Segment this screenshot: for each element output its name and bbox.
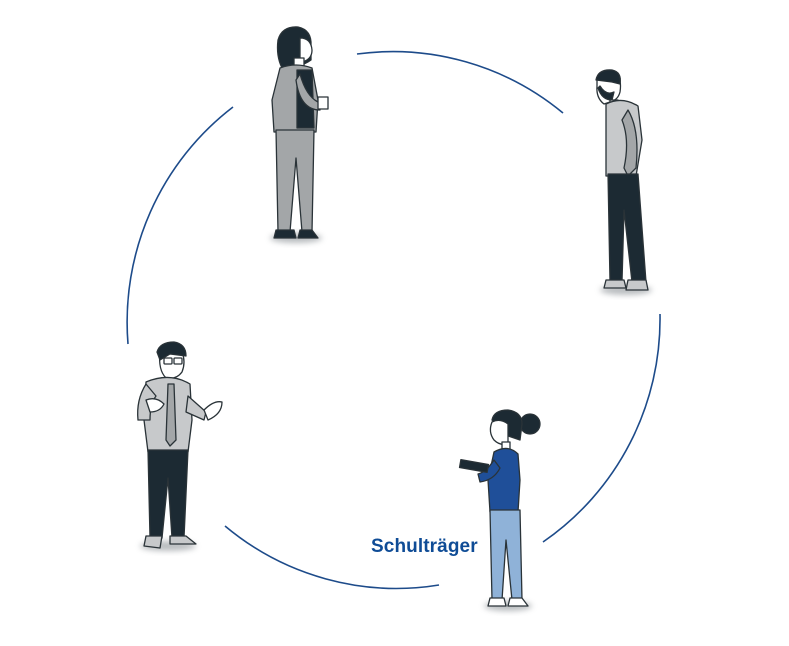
person-woman-holding-mug-icon <box>270 26 329 243</box>
ring-arc-left <box>126 106 234 345</box>
ring <box>126 50 661 590</box>
person-bearded-man-icon <box>595 69 652 295</box>
person-woman-holding-tablet-icon <box>458 409 541 611</box>
person-man-glasses-gesturing-icon <box>137 341 223 551</box>
ring-arc-bottom <box>224 525 440 590</box>
school-authority-label: Schulträger <box>371 536 478 557</box>
ring-arc-top <box>356 50 564 114</box>
ring-arc-right <box>542 313 661 543</box>
